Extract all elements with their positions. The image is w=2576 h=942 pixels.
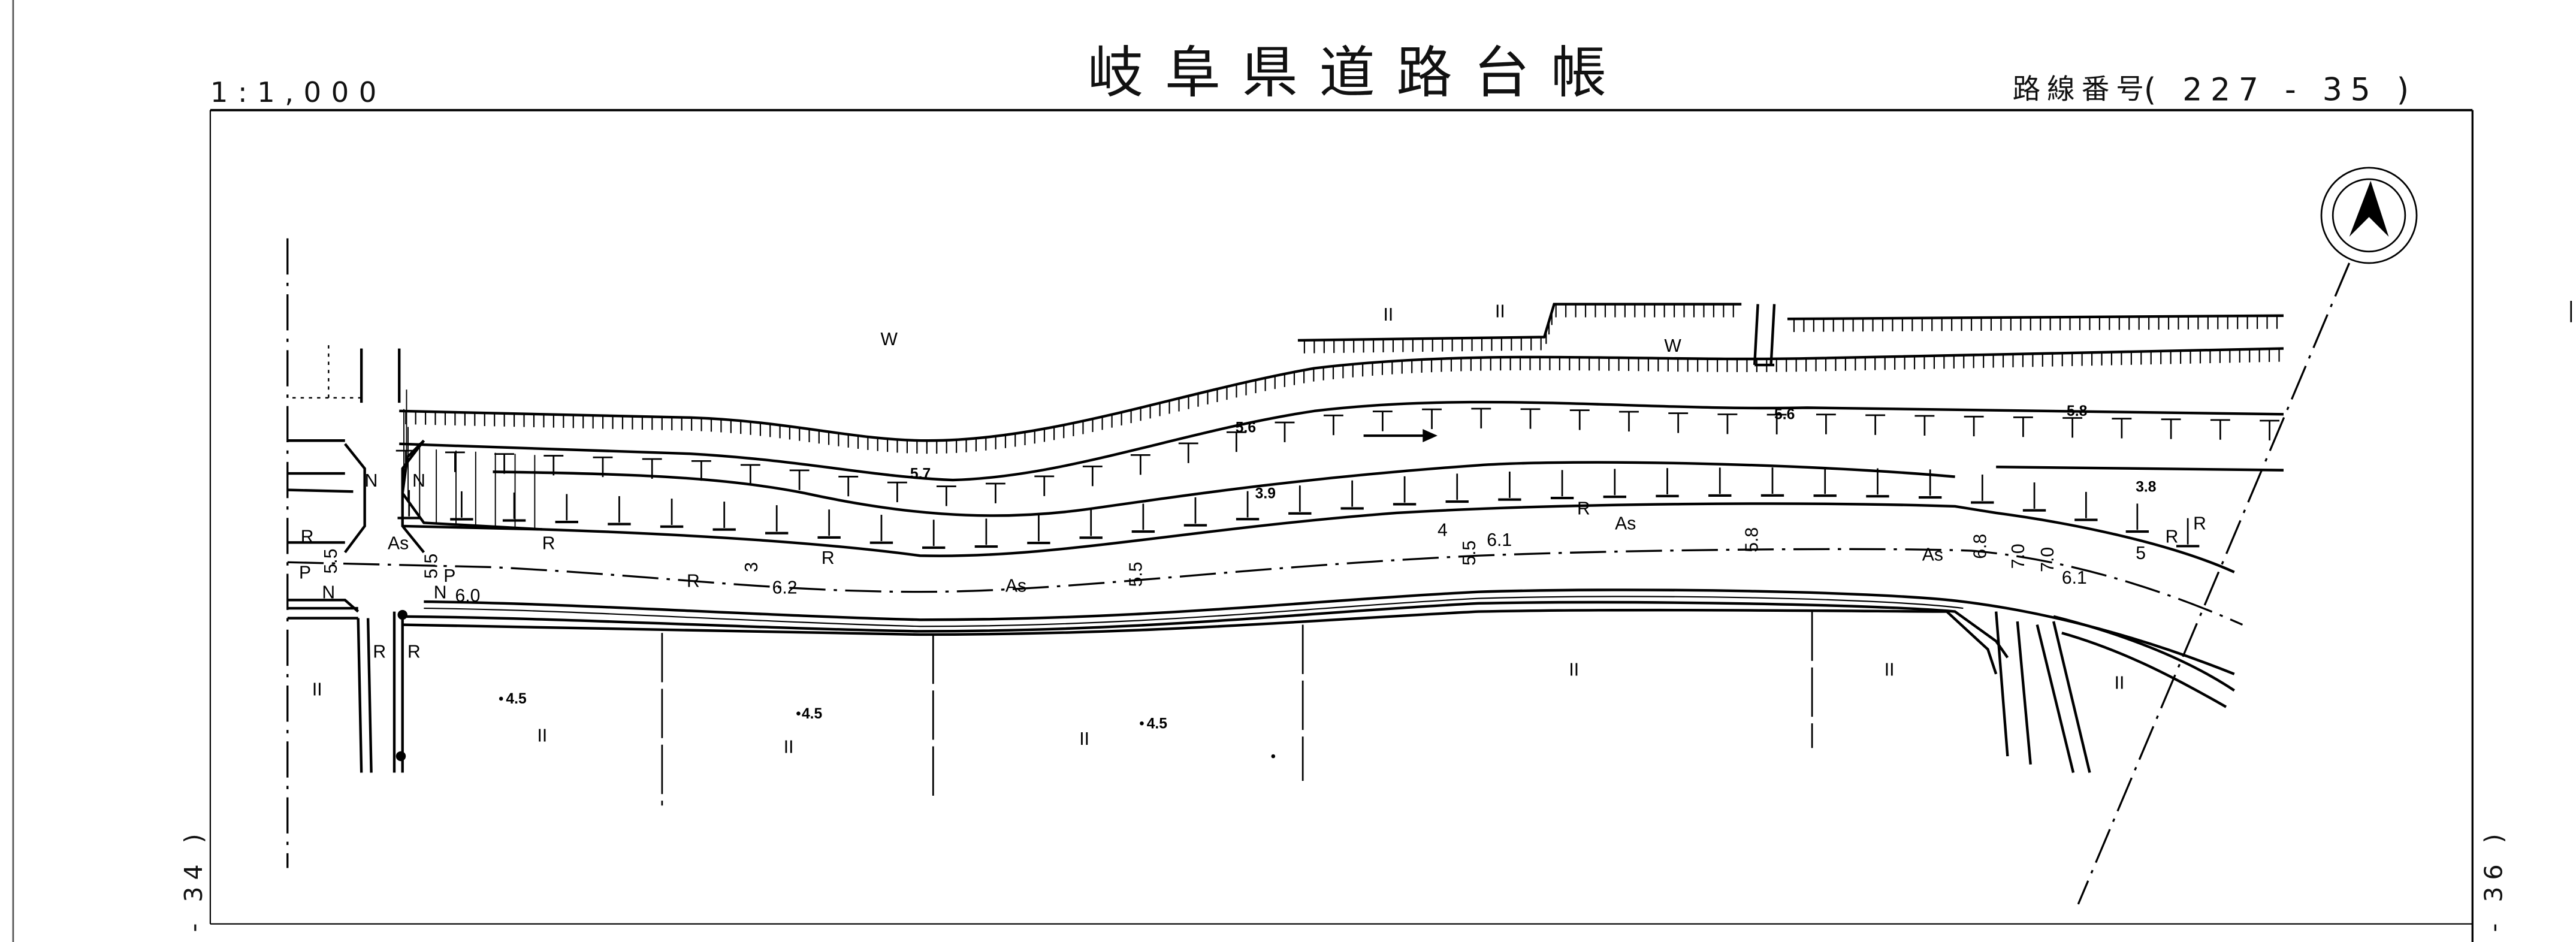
map-label-r: R [687, 571, 700, 591]
map-label-width: 7.0 [2009, 544, 2028, 569]
map-label-width: 6.8 [1971, 534, 1991, 559]
map-label-width: 5 [2136, 544, 2146, 563]
road-se-branch [2053, 615, 2235, 708]
map-label-field: II [784, 737, 794, 757]
map-label-field: II [1384, 305, 1394, 325]
map-label-asphalt: As [1615, 514, 1636, 533]
north-arrow-icon [2320, 167, 2418, 264]
road-west-south [287, 599, 360, 620]
road-map: W W 5.6 5.7 3.9 5.6 5.8 3.8 As R 5.5 5.5… [286, 238, 2351, 905]
map-label-n: N [434, 583, 447, 603]
map-label-field: II [1885, 660, 1895, 680]
map-label-asphalt: As [1922, 545, 1943, 565]
map-label-n: N [365, 471, 378, 491]
embankment-line-1 [399, 400, 2284, 482]
map-label-field: II [1569, 660, 1579, 680]
east-cross-road [1994, 611, 2091, 773]
map-label-field: II [312, 680, 322, 699]
elevation-dot [1271, 754, 1276, 759]
scale-label: 1:1,000 [210, 76, 386, 108]
map-label-water: W [1664, 336, 1681, 356]
map-label-width: 3.8 [2136, 479, 2156, 495]
map-label-r: R [373, 642, 386, 662]
map-label-elevation: 4.5 [1147, 715, 1168, 732]
map-label-field: II [2115, 673, 2125, 693]
cross-road-west-edge [287, 439, 366, 554]
nw-block [401, 457, 542, 531]
map-label-width: 5.5 [321, 549, 341, 574]
building-outline [292, 345, 363, 399]
map-label-r: R [407, 642, 421, 662]
map-label-width: 7.0 [2038, 547, 2058, 572]
west-sidestreet [357, 611, 404, 773]
map-label-field: II [1495, 301, 1505, 321]
page-title: 岐阜県道路台帳 [1088, 40, 1628, 105]
map-label-width: 6.0 [455, 586, 480, 606]
curb-line-3 [402, 608, 1998, 675]
adjacent-sheet-left[interactable]: - 34 ) [179, 827, 208, 932]
survey-point [397, 609, 407, 620]
map-label-width: 5.6 [1236, 420, 1256, 436]
elevation-dot [796, 711, 801, 715]
river-north-bank [1297, 303, 1742, 342]
survey-point [395, 751, 406, 762]
map-label-asphalt: As [1005, 576, 1026, 596]
elevation-dot [1140, 721, 1144, 726]
curb-line-2 [402, 600, 2009, 659]
map-label-elevation: 4.5 [506, 691, 527, 707]
map-label-width: 5.7 [910, 466, 931, 482]
map-label-r: R [2193, 514, 2206, 533]
map-label-r: R [301, 527, 314, 547]
map-label-width: 5.5 [1460, 541, 1479, 566]
map-label-width: 6.1 [2062, 568, 2087, 588]
map-label-asphalt: As [388, 533, 409, 553]
map-label-width: 4 [1438, 520, 1448, 540]
cross-road-east-edge [401, 439, 425, 554]
embankment-line-3 [402, 502, 2235, 573]
map-label-width: 5.8 [2067, 403, 2087, 419]
road-centerline [287, 548, 2243, 626]
map-label-field: II [1079, 729, 1089, 749]
map-label-p: P [299, 563, 311, 583]
curb-line-1 [424, 596, 1964, 627]
map-label-r: R [822, 548, 835, 568]
nw-corner-block [287, 472, 354, 544]
traffic-direction-arrow [1363, 429, 1438, 442]
road-south-edge [424, 588, 2235, 675]
adjacent-sheet-right[interactable]: - 36 ) [2480, 827, 2508, 932]
map-label-r: R [2166, 527, 2179, 547]
embankment-line-2-east [1996, 465, 2284, 472]
map-label-n: N [412, 471, 425, 491]
map-label-water: W [881, 330, 898, 349]
channel [1753, 304, 1776, 367]
map-label-n: N [322, 583, 335, 603]
river-north-bank-east [1787, 314, 2284, 321]
map-label-field: II [537, 726, 548, 745]
map-label-width: 3 [742, 562, 762, 572]
elevation-dot [499, 696, 503, 701]
map-label-width: 5.5 [1126, 561, 1146, 587]
map-label-elevation: 4.5 [802, 706, 823, 722]
route-number-label: 路線番号 [2013, 73, 2151, 105]
map-label-r: R [1577, 499, 1590, 519]
building-hatch [360, 348, 401, 403]
embankment-line-2 [493, 461, 1955, 517]
sheet-boundary-right [2077, 262, 2351, 905]
map-label-width: 6.1 [1487, 530, 1512, 550]
map-label-width: 5.8 [1743, 527, 1762, 552]
map-label-width: 3.9 [1255, 485, 1276, 502]
river-south-bank [399, 347, 2284, 442]
map-label-width: 6.2 [772, 578, 798, 597]
map-label-width: 5.5 [421, 554, 441, 579]
route-number-value: ( 227 - 35 ) [2144, 72, 2417, 108]
map-label-p: P [443, 566, 455, 586]
map-label-r: R [542, 533, 555, 553]
